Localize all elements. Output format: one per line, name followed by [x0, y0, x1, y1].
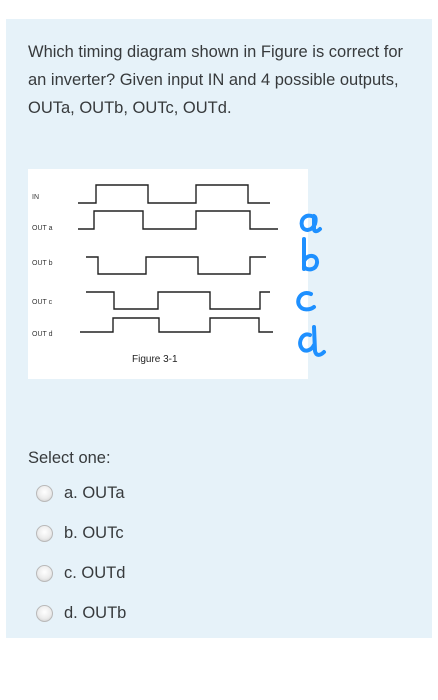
option-d[interactable]: d. OUTb [36, 599, 236, 627]
label-out-a: OUT a [32, 225, 53, 232]
radio-option-b[interactable] [36, 524, 53, 542]
option-a-label: a. OUTa [64, 483, 125, 502]
radio-option-d[interactable] [36, 604, 53, 622]
waveform-out-d [80, 317, 273, 333]
waveform-out-c [86, 291, 270, 310]
option-b[interactable]: b. OUTc [36, 519, 236, 547]
question-card: Which timing diagram shown in Figure is … [6, 19, 432, 638]
annotation-c [296, 291, 316, 312]
option-c-label: c. OUTd [64, 563, 126, 582]
label-out-b: OUT b [32, 260, 53, 267]
option-d-label: d. OUTb [64, 603, 127, 622]
timing-diagram: IN OUT a OUT b OUT c OUT d Figure 3-1 [32, 184, 278, 365]
waveform-out-b [86, 256, 266, 275]
timing-diagram-figure: IN OUT a OUT b OUT c OUT d Figure 3-1 [28, 169, 308, 379]
annotation-b [302, 237, 320, 272]
select-one-label: Select one: [28, 449, 111, 467]
waveform-in [78, 184, 270, 204]
option-a[interactable]: a. OUTa [36, 479, 236, 507]
handwritten-annotations [296, 213, 326, 357]
option-c[interactable]: c. OUTd [36, 559, 236, 587]
label-out-d: OUT d [32, 331, 53, 338]
radio-option-a[interactable] [36, 484, 53, 502]
option-b-label: b. OUTc [64, 523, 124, 542]
label-in: IN [32, 194, 39, 201]
question-text: Which timing diagram shown in Figure is … [28, 43, 404, 117]
annotation-a [299, 213, 322, 234]
label-out-c: OUT c [32, 299, 53, 306]
radio-option-c[interactable] [36, 564, 53, 582]
waveform-out-a [78, 210, 278, 230]
annotation-d [298, 325, 326, 357]
figure-caption: Figure 3-1 [132, 354, 178, 365]
